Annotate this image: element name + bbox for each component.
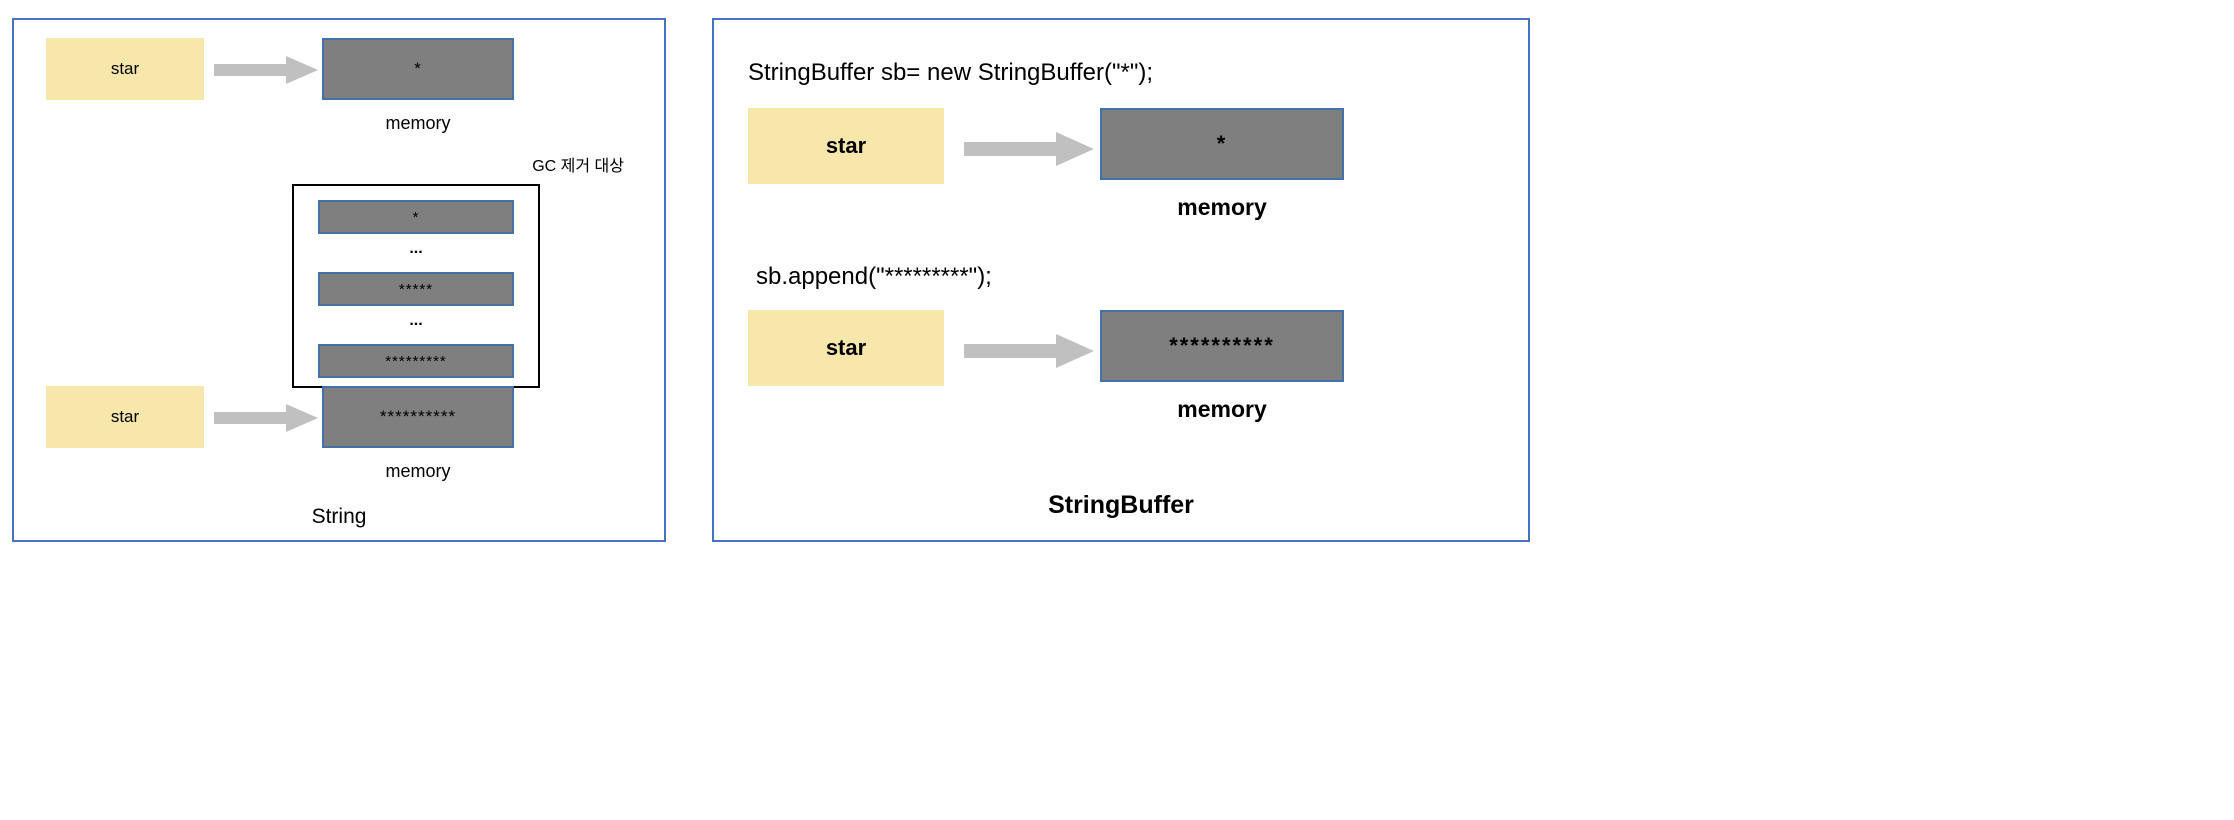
left-memory-caption-bottom: memory [385, 460, 451, 481]
left-variable-box-bottom: star [46, 386, 204, 448]
right-variable-label-2: star [825, 335, 867, 360]
left-memory-caption-top: memory [385, 112, 451, 133]
gc-stack-box-3: ********* [318, 344, 514, 378]
gc-removal-label: GC 제거 대상 [532, 158, 624, 175]
code-line-append: sb.append("*********"); [756, 263, 992, 290]
string-diagram-panel: star * memory GC 제거 대상 * ... ***** ... *… [12, 18, 666, 542]
right-arrow-icon [214, 56, 318, 84]
right-memory-box-1: * [1100, 108, 1344, 180]
gc-stack-box-2: ***** [318, 272, 514, 306]
gc-stack-box-1: * [318, 200, 514, 234]
right-memory-value-2: ********** [1169, 333, 1275, 358]
right-memory-caption-1: memory [1177, 193, 1267, 220]
left-memory-value-bottom: ********** [379, 407, 457, 426]
left-memory-box-top: * [322, 38, 514, 100]
left-panel-title: String [311, 505, 367, 528]
right-variable-box-2: star [748, 310, 944, 386]
right-memory-box-2: ********** [1100, 310, 1344, 382]
left-variable-label-bottom: star [110, 407, 140, 426]
right-arrow-icon [214, 404, 318, 432]
right-arrow-icon [964, 132, 1094, 166]
right-arrow-icon [964, 334, 1094, 368]
right-variable-box-1: star [748, 108, 944, 184]
stringbuffer-diagram-panel: StringBuffer sb= new StringBuffer("*"); … [712, 18, 1530, 542]
left-variable-label-top: star [110, 59, 140, 78]
gc-stack-ellipsis-1: ... [409, 240, 423, 257]
right-memory-value-1: * [1216, 131, 1228, 156]
right-panel-title: StringBuffer [1048, 490, 1194, 519]
right-variable-label-1: star [825, 133, 867, 158]
right-memory-caption-2: memory [1177, 395, 1267, 422]
left-memory-value-top: * [414, 59, 422, 78]
code-line-constructor: StringBuffer sb= new StringBuffer("*"); [748, 59, 1154, 86]
left-memory-box-bottom: ********** [322, 386, 514, 448]
gc-stack-ellipsis-2: ... [409, 312, 423, 329]
left-variable-box-top: star [46, 38, 204, 100]
